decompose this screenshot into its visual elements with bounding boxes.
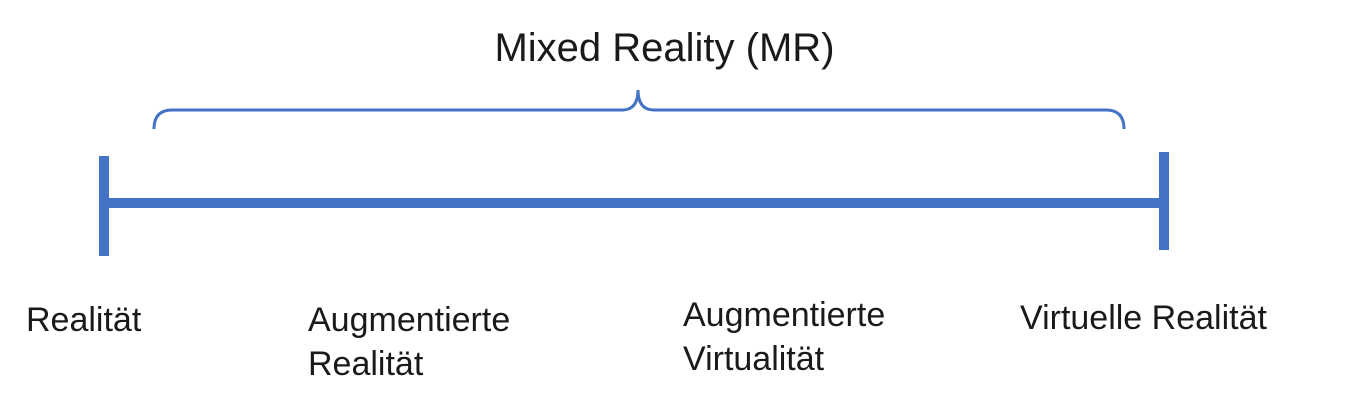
- diagram-title: Mixed Reality (MR): [494, 26, 835, 70]
- label-augmented-virtuality: Augmentierte Virtualität: [683, 293, 885, 381]
- label-augmented-reality-line1: Augmentierte: [308, 301, 511, 339]
- label-reality: Realität: [26, 301, 142, 339]
- label-augmented-virtuality-line1: Augmentierte: [683, 296, 886, 334]
- label-virtual-reality: Virtuelle Realität: [1020, 299, 1267, 337]
- label-augmented-reality-line2: Realität: [308, 345, 424, 383]
- label-augmented-virtuality-line2: Virtualität: [683, 340, 825, 378]
- mixed-reality-brace: [152, 89, 1126, 130]
- label-augmented-reality: Augmentierte Realität: [308, 298, 510, 386]
